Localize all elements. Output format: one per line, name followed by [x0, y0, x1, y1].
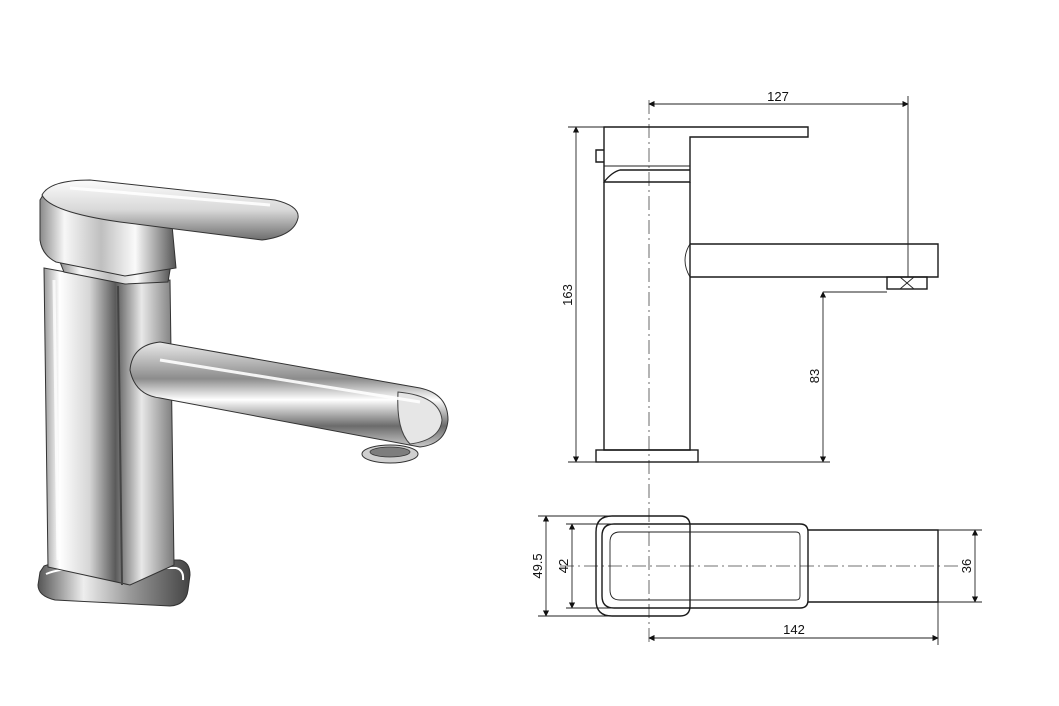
dim-163-label: 163: [560, 284, 575, 306]
top-view-drawing: 49.5 42 36 142: [530, 515, 982, 645]
dim-36-label: 36: [959, 559, 974, 573]
dim-42-label: 42: [556, 559, 571, 573]
dim-83-label: 83: [807, 369, 822, 383]
dim-127-label: 127: [767, 89, 789, 104]
dim-142-label: 142: [783, 622, 805, 637]
front-view-drawing: 127 163 83: [560, 89, 939, 645]
faucet-product-image: [37, 179, 449, 607]
dim-49-5-label: 49.5: [530, 553, 545, 578]
